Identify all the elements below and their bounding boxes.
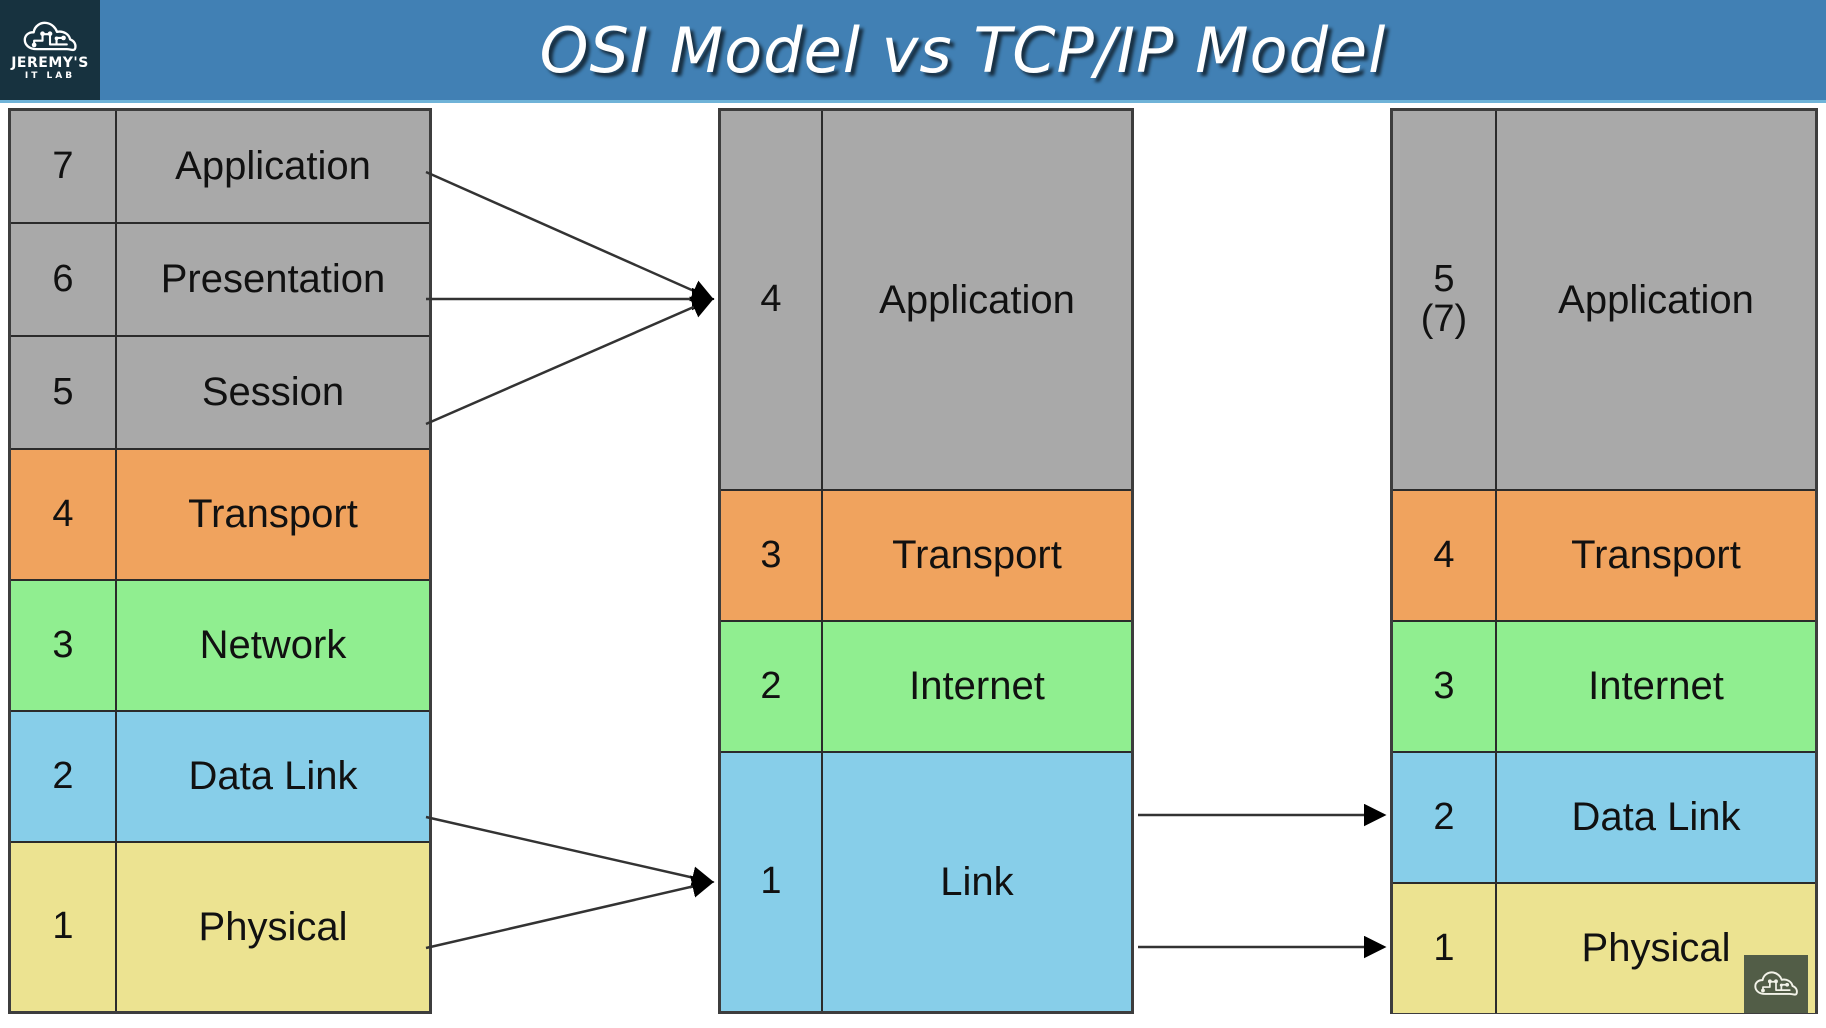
- layer-number: 2: [721, 622, 823, 751]
- layer-row: 3 Transport: [721, 491, 1131, 622]
- layer-number: 4: [1393, 491, 1497, 620]
- tcpip-original-model-table: 4 Application 3 Transport 2 Internet 1 Link: [718, 108, 1134, 1014]
- layer-row: 7 Application: [11, 111, 429, 224]
- layer-label: Application: [879, 277, 1075, 322]
- layer-number: 2: [1393, 753, 1497, 882]
- layer-label: Physical: [198, 904, 348, 949]
- watermark-logo: [1744, 955, 1808, 1013]
- osi-application-to-tcpip-application: [425, 170, 715, 302]
- layer-row: 2 Data Link: [11, 712, 429, 843]
- layer-number: 5 (7): [1393, 111, 1497, 489]
- osi-model-table: 7 Application 6 Presentation 5 Session 4 Transp…: [8, 108, 432, 1014]
- layer-number: 5: [11, 337, 117, 448]
- header-banner: OSI Model vs TCP/IP Model: [0, 0, 1826, 103]
- layer-number: 4: [721, 111, 823, 489]
- layer-row: 4 Application: [721, 111, 1131, 491]
- layer-number: 2: [11, 712, 117, 841]
- layer-row: 4 Transport: [11, 450, 429, 581]
- layer-row: 1 Physical: [11, 843, 429, 1011]
- layer-row: 5 (7) Application: [1393, 111, 1815, 491]
- layer-number: 1: [11, 843, 117, 1011]
- cloud-circuit-icon: [23, 21, 77, 51]
- layer-label: Link: [940, 859, 1014, 904]
- layer-number: 3: [11, 581, 117, 710]
- layer-label: Data Link: [188, 754, 358, 798]
- layer-number: 4: [11, 450, 117, 579]
- layer-label: Physical: [1581, 926, 1731, 970]
- layer-label: Session: [201, 370, 345, 414]
- cloud-circuit-icon: [1754, 971, 1798, 996]
- layer-number: 3: [1393, 622, 1497, 751]
- layer-label: Transport: [892, 533, 1062, 577]
- layer-label: Application: [1558, 277, 1754, 322]
- layer-number: 6: [11, 224, 117, 335]
- layer-row: 6 Presentation: [11, 224, 429, 337]
- layer-label: Internet: [909, 664, 1045, 708]
- layer-row: 2 Data Link: [1393, 753, 1815, 884]
- layer-row: 1 Link: [721, 753, 1131, 1011]
- layer-label: Transport: [1571, 533, 1741, 577]
- layer-row: 4 Transport: [1393, 491, 1815, 622]
- layer-row: 5 Session: [11, 337, 429, 450]
- layer-number: 1: [1393, 884, 1497, 1013]
- layer-number: 1: [721, 753, 823, 1011]
- layer-number: 3: [721, 491, 823, 620]
- layer-number: 7: [11, 111, 117, 222]
- layer-row: 2 Internet: [721, 622, 1131, 753]
- layer-label: Application: [175, 144, 371, 188]
- osi-physical-to-tcpip-link: [425, 875, 715, 950]
- layer-row: 3 Internet: [1393, 622, 1815, 753]
- page-title: OSI Model vs TCP/IP Model: [539, 13, 1387, 87]
- osi-datalink-to-tcpip-link: [425, 815, 715, 889]
- layer-label: Transport: [188, 492, 358, 536]
- layer-label: Network: [199, 623, 347, 667]
- logo-line-1: JEREMY'S: [11, 54, 89, 71]
- logo-line-2: IT LAB: [24, 70, 76, 81]
- tcpip-updated-model-table: 5 (7) Application 4 Transport 3 Internet 2 Data…: [1390, 108, 1818, 1014]
- layer-row: 3 Network: [11, 581, 429, 712]
- layer-label: Presentation: [160, 257, 386, 301]
- brand-logo: JEREMY'S IT LAB: [0, 0, 100, 100]
- osi-session-to-tcpip-application: [425, 296, 715, 426]
- layer-label: Data Link: [1571, 795, 1741, 839]
- layer-row: 1 Physical: [1393, 884, 1815, 1013]
- layer-label: Internet: [1588, 664, 1724, 708]
